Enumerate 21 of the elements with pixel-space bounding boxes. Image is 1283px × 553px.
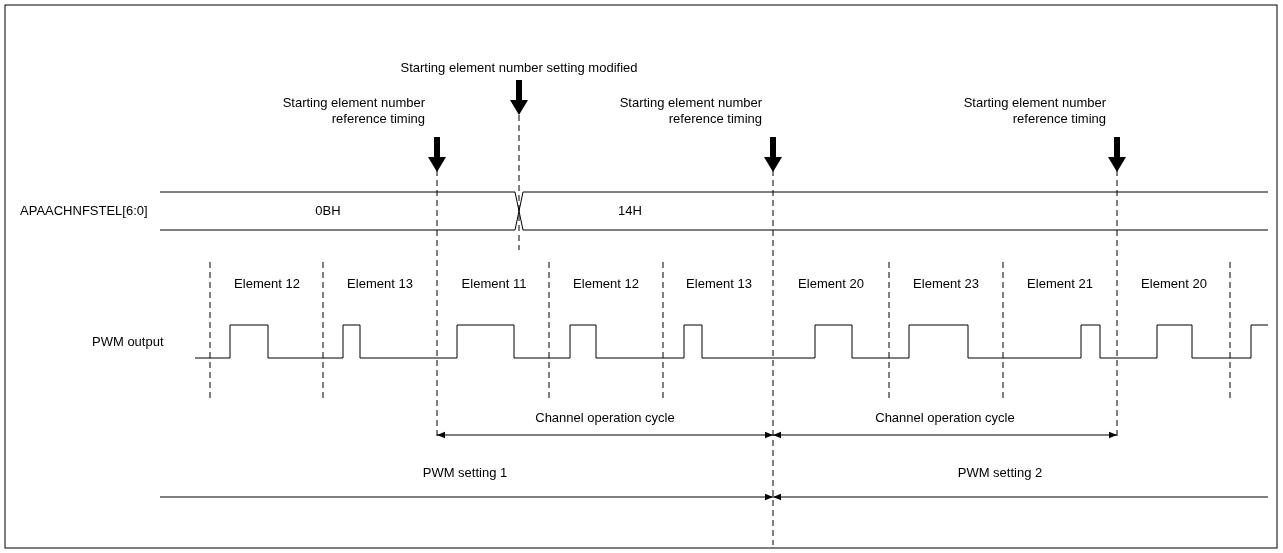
annotation-text: Starting element number setting modified (399, 60, 639, 76)
element-label: Element 13 (346, 276, 414, 292)
dimension-label: Channel operation cycle (874, 410, 1016, 426)
element-label: Element 12 (572, 276, 640, 292)
dimension-label: PWM setting 1 (421, 465, 509, 481)
signal-name: APAACHNFSTEL[6:0] (20, 203, 149, 219)
element-label: Element 21 (1026, 276, 1094, 292)
signal-name: PWM output (92, 334, 165, 350)
element-label: Element 20 (1140, 276, 1208, 292)
annotation-text: Starting element number reference timing (281, 95, 425, 127)
dimension-label: PWM setting 2 (956, 465, 1044, 481)
element-label: Element 13 (685, 276, 753, 292)
register-value: 14H (617, 203, 643, 219)
element-label: Element 23 (912, 276, 980, 292)
annotation-text: Starting element number reference timing (962, 95, 1106, 127)
element-label: Element 11 (460, 276, 528, 292)
annotation-text: Starting element number reference timing (618, 95, 762, 127)
element-label: Element 20 (797, 276, 865, 292)
register-value: 0BH (314, 203, 342, 219)
element-label: Element 12 (233, 276, 301, 292)
dimension-label: Channel operation cycle (534, 410, 676, 426)
